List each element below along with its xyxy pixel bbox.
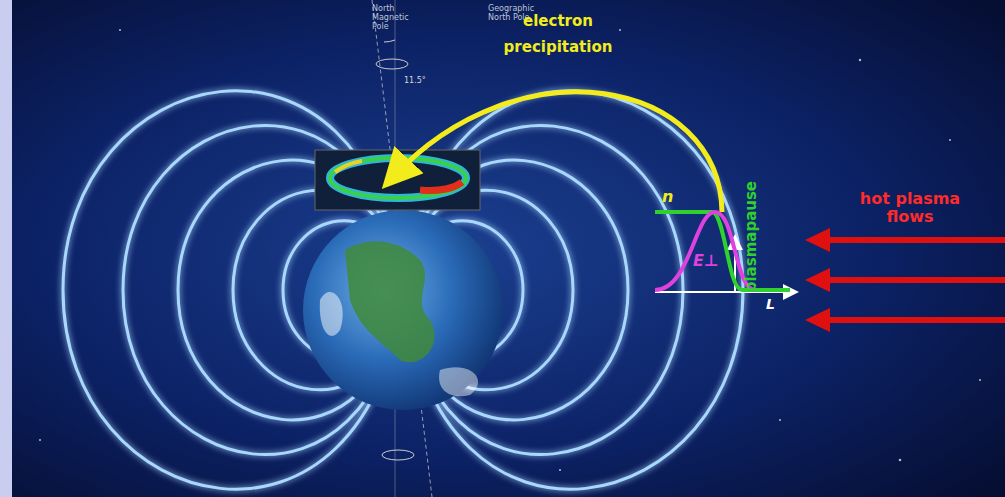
angle-label: 11.5°: [404, 76, 426, 85]
earth: [303, 210, 503, 410]
spin-ellipse: [376, 59, 408, 69]
aurora-image: [315, 150, 480, 210]
clouds: [320, 292, 343, 336]
pole-label: North Magnetic Pole: [372, 4, 418, 32]
field-lines: [63, 91, 743, 489]
continent: [345, 241, 435, 362]
left-border: [0, 0, 12, 497]
efield-curve: [655, 212, 755, 290]
axis-label: L: [766, 296, 775, 312]
plasma-flow-arrows: [805, 228, 1005, 332]
precipitation-arrow: [392, 92, 722, 212]
density-curve: [655, 212, 790, 290]
axis-label: n: [662, 188, 673, 206]
flow-label: hot plasma flows: [835, 190, 985, 227]
angle-arc: [384, 40, 395, 42]
process-label: electron precipitation: [493, 8, 623, 61]
axis-label: E⊥: [693, 252, 719, 270]
stars: [39, 29, 981, 471]
clouds: [439, 367, 478, 396]
boundary-label: plasmapause: [743, 181, 760, 292]
spin-ellipse: [382, 450, 414, 460]
